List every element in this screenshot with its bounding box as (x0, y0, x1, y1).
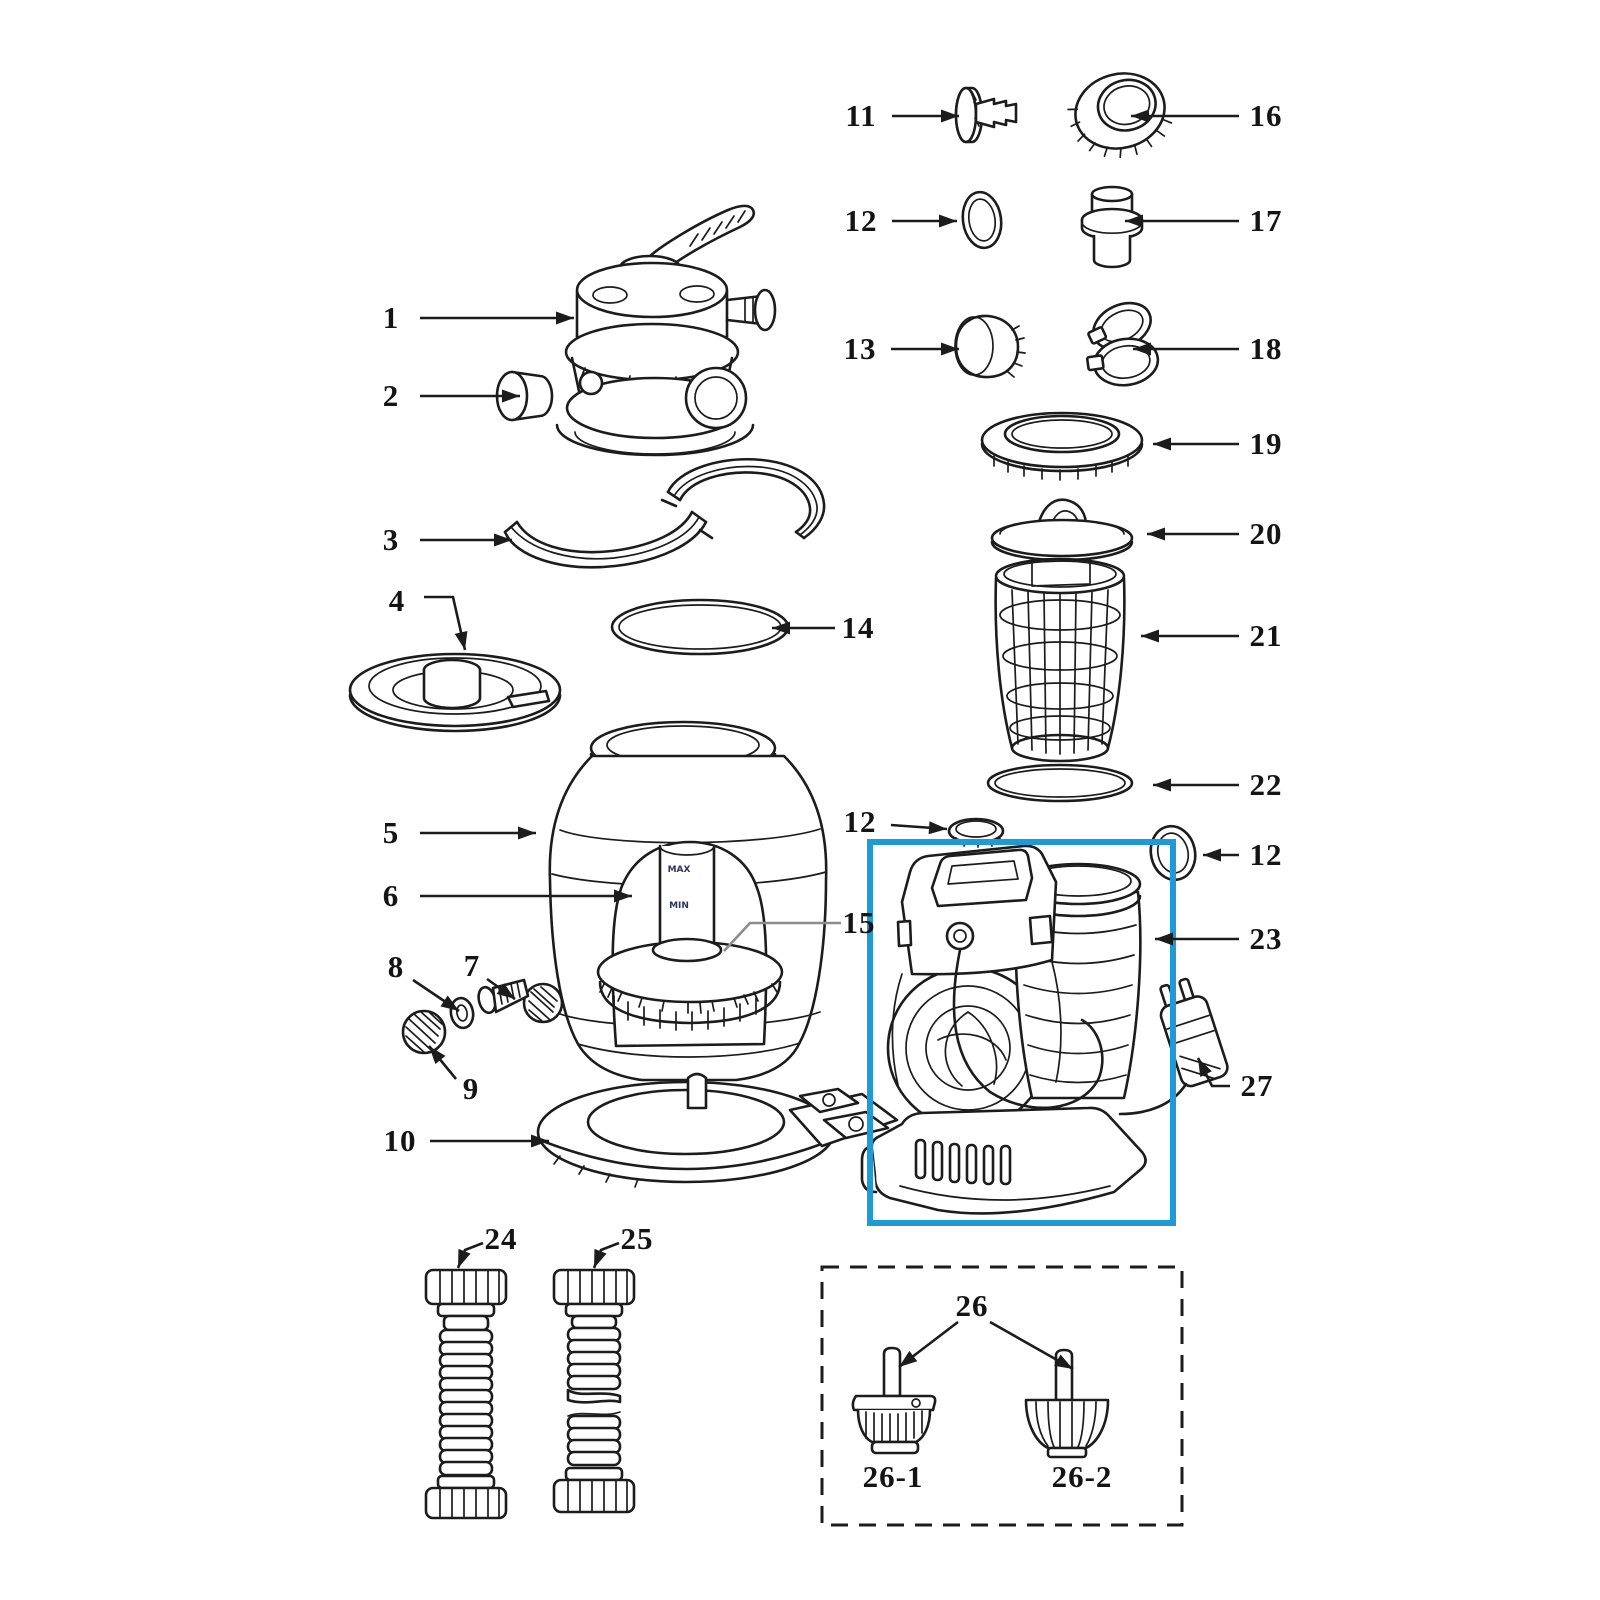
part-label-24: 24 (484, 1221, 518, 1256)
part-17-adapter-drawing (1080, 185, 1144, 269)
part-26-2-impeller-drawing (1024, 1348, 1110, 1459)
part-1-multiport-valve-drawing (555, 204, 777, 457)
part-label-9: 9 (462, 1071, 480, 1106)
part-label-4: 4 (388, 583, 406, 618)
callout-arrowhead-12a (939, 214, 957, 228)
callout-arrowhead-16 (1131, 109, 1149, 123)
callout-arrowhead-6 (614, 889, 632, 903)
callout-arrowhead-4 (454, 631, 468, 650)
part-15-laterals-drawing (596, 937, 784, 1031)
callout-arrowhead-7 (496, 983, 515, 999)
part-label-26: 26 (955, 1288, 989, 1323)
part-9-drain-plug-drawing (401, 1009, 447, 1055)
part-10-base-drawing (536, 1072, 899, 1188)
callout-arrowhead-14 (772, 621, 790, 635)
part-6-center-pipe-drawing: MAX MIN (658, 844, 716, 955)
part-label-8: 8 (387, 949, 405, 984)
callout-arrowhead-26 (899, 1350, 918, 1367)
callout-lines-layer (412, 109, 1239, 1371)
part-label-23: 23 (1249, 921, 1283, 956)
part-23-pump-drawing (860, 844, 1147, 1215)
part-19-ring-nut-large-drawing (980, 411, 1144, 481)
part-7-screw-drawing (477, 978, 530, 1015)
callout-arrowhead-9 (429, 1046, 446, 1065)
callout-arrowhead-2 (502, 389, 520, 403)
part-label-15: 15 (842, 905, 876, 940)
part-label-11: 11 (845, 98, 877, 133)
callout-line-15 (723, 921, 841, 952)
part-14-o-ring-drawing (610, 598, 790, 656)
part-label-25: 25 (620, 1221, 654, 1256)
callout-arrowhead-19 (1153, 437, 1171, 451)
part-20-strainer-lid-drawing (990, 498, 1134, 562)
part-label-22: 22 (1249, 767, 1283, 802)
part-label-5: 5 (382, 815, 400, 850)
part-12-o-ring-top-drawing (961, 190, 1003, 250)
part-label-10: 10 (383, 1123, 417, 1158)
callout-arrowhead-3 (494, 533, 512, 547)
callout-line-4 (424, 595, 467, 651)
callout-arrowhead-26x (1054, 1354, 1073, 1369)
part-4-diffuser-drawing (348, 652, 562, 733)
part-16-ring-nut-drawing (1067, 72, 1173, 159)
part-label-26-1: 26-1 (862, 1459, 924, 1494)
part-26-1-impeller-drawing (851, 1346, 937, 1455)
callout-arrowhead-11 (941, 109, 959, 123)
part-label-6: 6 (382, 878, 400, 913)
callout-arrowhead-23 (1155, 932, 1173, 946)
part-label-18: 18 (1249, 331, 1283, 366)
tank-max-label: MAX (668, 865, 691, 875)
part-label-2: 2 (382, 378, 400, 413)
part-label-21: 21 (1249, 618, 1283, 653)
callout-arrowhead-20 (1147, 527, 1165, 541)
part-label-27: 27 (1240, 1068, 1274, 1103)
part-label-12b: 12 (843, 804, 877, 839)
part-label-1: 1 (382, 300, 400, 335)
part-8-washer-drawing (449, 996, 475, 1030)
part-label-20: 20 (1249, 516, 1283, 551)
callout-arrowhead-17 (1125, 214, 1143, 228)
part-22-o-ring-drawing (986, 763, 1134, 803)
part-3-clamp-ring-drawing (503, 458, 826, 569)
part-label-12c: 12 (1249, 837, 1283, 872)
callout-arrowhead-10 (531, 1134, 549, 1148)
callout-arrowhead-25 (594, 1248, 607, 1268)
part-label-26-2: 26-2 (1051, 1459, 1113, 1494)
callout-arrowhead-18 (1133, 342, 1151, 356)
callout-arrowhead-12b (928, 821, 947, 835)
part-25-hose-drawing (552, 1268, 636, 1514)
callout-arrowhead-5 (518, 826, 536, 840)
part-12-o-ring-right-drawing (1149, 824, 1197, 882)
part-label-3: 3 (382, 522, 400, 557)
callout-arrowhead-12c (1203, 848, 1221, 862)
part-label-14: 14 (841, 610, 875, 645)
part-label-17: 17 (1249, 203, 1283, 238)
callout-arrowhead-21 (1141, 629, 1159, 643)
callout-arrowhead-13 (941, 342, 959, 356)
part-11-barb-adapter-drawing (954, 86, 1018, 144)
tank-min-label: MIN (669, 901, 689, 911)
part-24-hose-drawing (424, 1268, 508, 1520)
callout-arrowhead-8 (440, 995, 459, 1011)
part-label-7: 7 (463, 948, 481, 983)
part-label-12a: 12 (844, 203, 878, 238)
part-18-hose-clamp-drawing (1085, 301, 1160, 387)
callout-arrowhead-1 (556, 311, 574, 325)
part-13-cap-drawing (954, 314, 1026, 379)
part-label-19: 19 (1249, 426, 1283, 461)
impeller-options-dashed-box (820, 1265, 1184, 1527)
highlight-box-part-23 (867, 839, 1176, 1226)
part-label-16: 16 (1249, 98, 1283, 133)
callout-arrowhead-24 (458, 1248, 471, 1268)
part-label-13: 13 (843, 331, 877, 366)
part-21-strainer-basket-drawing (994, 557, 1126, 763)
callout-arrowhead-22 (1153, 778, 1171, 792)
callout-arrowhead-27 (1198, 1058, 1212, 1078)
